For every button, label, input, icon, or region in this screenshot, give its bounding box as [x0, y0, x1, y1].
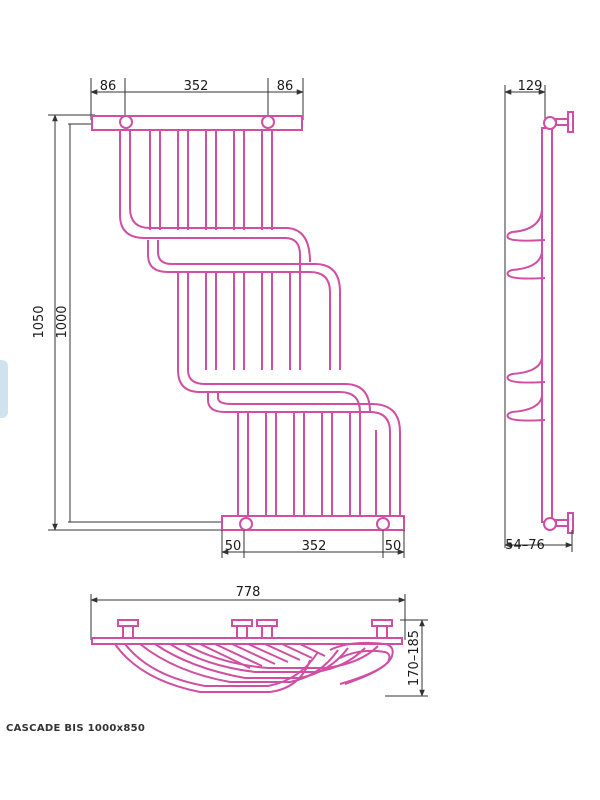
- side-bottom-plate: [567, 512, 574, 534]
- top-mounts: [117, 619, 393, 639]
- side-depth-top: 129: [518, 79, 543, 94]
- front-top-mount-right: [261, 115, 275, 129]
- top-height-range: 170–185: [407, 630, 422, 686]
- product-caption: CASCADE BIS 1000x850: [6, 723, 146, 734]
- front-top-dim-center: 352: [184, 79, 209, 94]
- side-view: 129 54–76: [504, 79, 574, 553]
- side-bottom-dimension: [504, 522, 573, 552]
- side-bottom-bracket: [555, 519, 569, 527]
- front-cascade-tubes: [119, 130, 401, 520]
- front-view: 86 352 86 1050 1000: [32, 78, 405, 558]
- side-top-mount: [543, 116, 557, 130]
- top-height-dimension: [385, 619, 428, 697]
- top-view: 778 170–185: [90, 585, 428, 697]
- front-top-dim-left: 86: [100, 79, 117, 94]
- front-height-dimension: [48, 114, 225, 531]
- front-top-dim-right: 86: [277, 79, 294, 94]
- front-height-inner: 1000: [55, 305, 70, 338]
- side-offset-bottom: 54–76: [505, 538, 545, 553]
- front-bottom-dim-right: 50: [385, 539, 402, 554]
- top-width-dimension: [90, 594, 406, 640]
- front-top-collector: [91, 115, 303, 131]
- front-bottom-collector: [221, 515, 405, 531]
- front-top-dimension: [90, 78, 304, 120]
- front-height-outer: 1050: [32, 305, 47, 338]
- top-width: 778: [236, 585, 261, 600]
- side-top-bracket: [555, 118, 569, 126]
- side-loops: [506, 209, 546, 422]
- front-bottom-dimension: [221, 530, 405, 558]
- side-top-dimension: [504, 85, 546, 522]
- side-tab: [0, 360, 8, 418]
- side-vertical-pipe: [541, 127, 553, 523]
- front-bottom-dim-left: 50: [225, 539, 242, 554]
- front-top-mount-left: [119, 115, 133, 129]
- top-rails: [114, 641, 394, 693]
- front-bottom-dim-center: 352: [302, 539, 327, 554]
- front-bottom-mount-left: [239, 517, 253, 531]
- side-top-plate: [567, 111, 574, 133]
- side-bottom-mount: [543, 517, 557, 531]
- front-bottom-mount-right: [376, 517, 390, 531]
